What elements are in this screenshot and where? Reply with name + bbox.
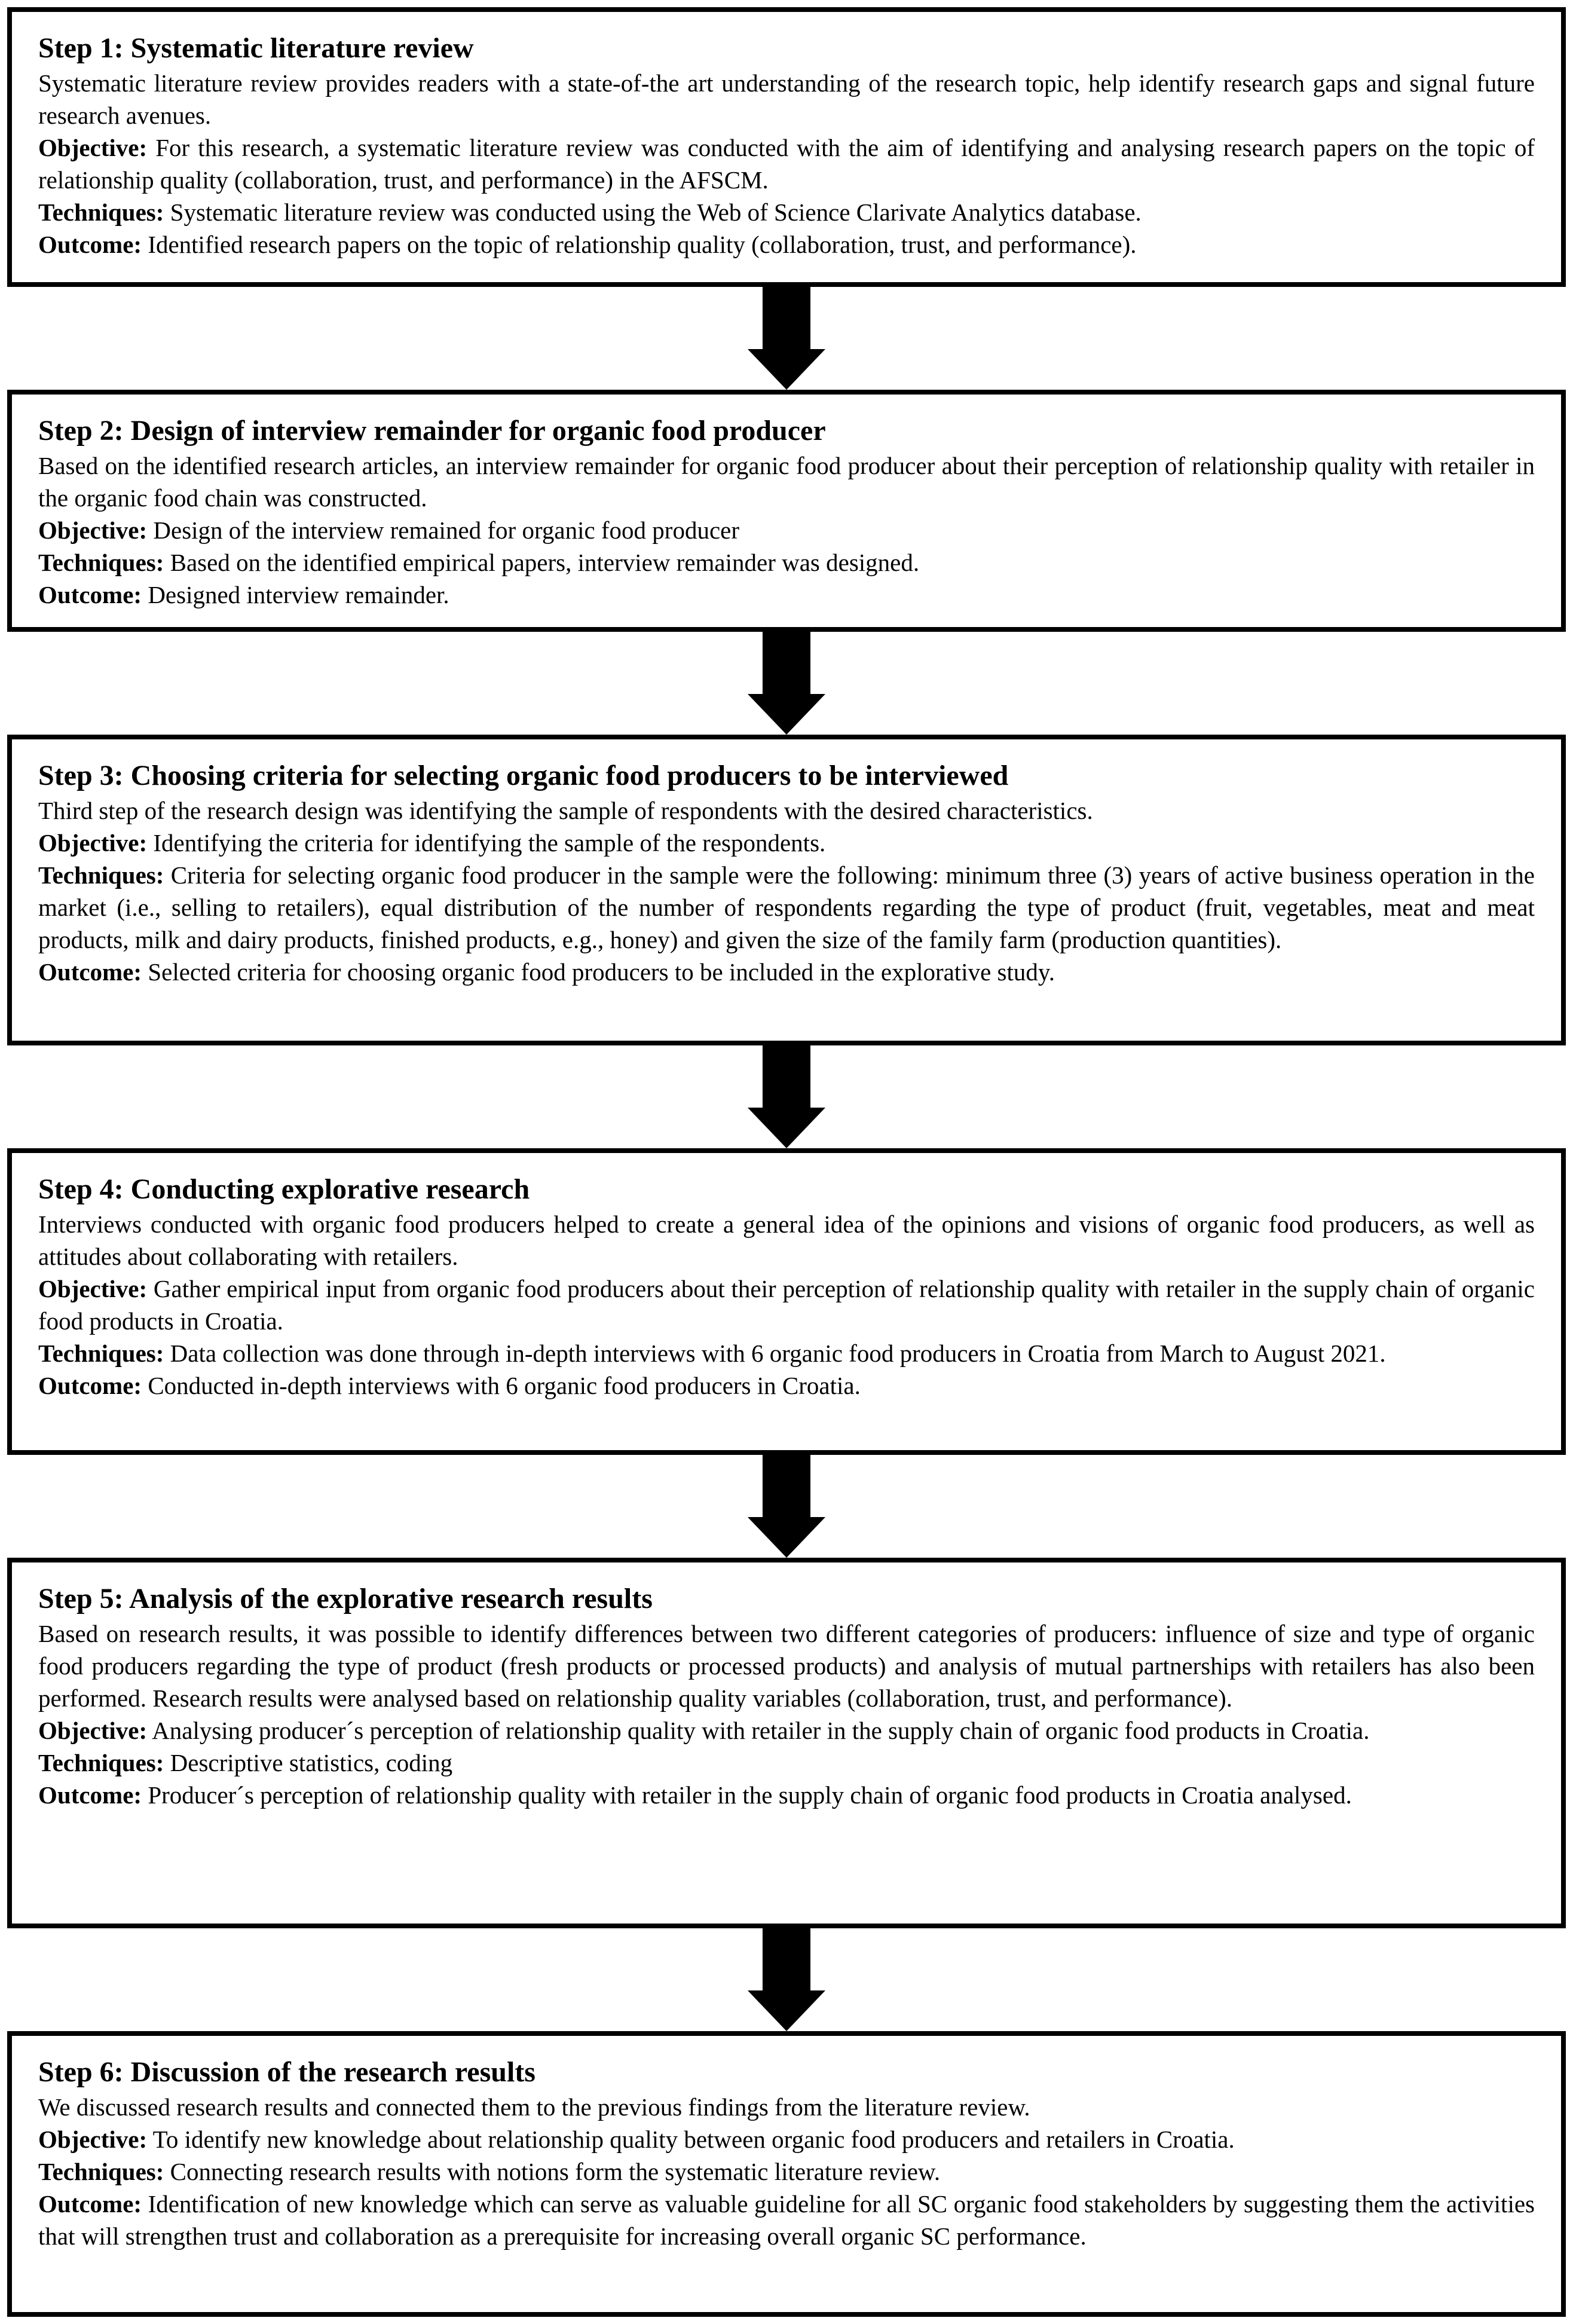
objective-label: Objective: — [38, 516, 148, 544]
techniques-label: Techniques: — [38, 861, 164, 889]
step-3-title: Step 3: Choosing criteria for selecting … — [38, 760, 1009, 791]
down-arrow-icon — [748, 1455, 825, 1558]
techniques-label: Techniques: — [38, 1340, 164, 1367]
techniques-label: Techniques: — [38, 198, 164, 226]
step-1-title: Step 1: Systematic literature review — [38, 32, 474, 64]
outcome-text: Identified research papers on the topic … — [148, 231, 1137, 258]
outcome-text: Identification of new knowledge which ca… — [38, 2190, 1535, 2250]
step-5-title: Step 5: Analysis of the explorative rese… — [38, 1583, 653, 1614]
techniques-label: Techniques: — [38, 1749, 164, 1776]
step-1-description: Systematic literature review provides re… — [38, 69, 1535, 129]
objective-text: Design of the interview remained for org… — [153, 516, 740, 544]
objective-text: Analysing producer´s perception of relat… — [152, 1717, 1370, 1744]
objective-label: Objective: — [38, 1717, 148, 1744]
step-2-objective: Objective: Design of the interview remai… — [38, 514, 1535, 546]
step-1-techniques: Techniques: Systematic literature review… — [38, 196, 1535, 228]
step-4-objective: Objective: Gather empirical input from o… — [38, 1273, 1535, 1337]
outcome-label: Outcome: — [38, 231, 142, 258]
down-arrow-icon — [748, 287, 825, 390]
step-6-outcome: Outcome: Identification of new knowledge… — [38, 2188, 1535, 2252]
step-3-techniques: Techniques: Criteria for selecting organ… — [38, 859, 1535, 956]
objective-text: Gather empirical input from organic food… — [38, 1275, 1535, 1335]
outcome-label: Outcome: — [38, 958, 142, 986]
step-2-box: Step 2: Design of interview remainder fo… — [7, 390, 1566, 632]
outcome-label: Outcome: — [38, 581, 142, 608]
step-3-outcome: Outcome: Selected criteria for choosing … — [38, 956, 1535, 988]
techniques-label: Techniques: — [38, 549, 164, 576]
down-arrow-icon — [748, 632, 825, 735]
step-2-title: Step 2: Design of interview remainder fo… — [38, 415, 826, 447]
outcome-text: Conducted in-depth interviews with 6 org… — [148, 1372, 861, 1399]
down-arrow-icon — [748, 1045, 825, 1148]
step-3-objective: Objective: Identifying the criteria for … — [38, 827, 1535, 859]
step-5-outcome: Outcome: Producer´s perception of relati… — [38, 1779, 1535, 1811]
step-5-box: Step 5: Analysis of the explorative rese… — [7, 1558, 1566, 1928]
step-4-outcome: Outcome: Conducted in-depth interviews w… — [38, 1369, 1535, 1402]
objective-text: For this research, a systematic literatu… — [38, 134, 1535, 194]
techniques-label: Techniques: — [38, 2158, 164, 2185]
step-6-box: Step 6: Discussion of the research resul… — [7, 2031, 1566, 2317]
outcome-label: Outcome: — [38, 1372, 142, 1399]
step-6-techniques: Techniques: Connecting research results … — [38, 2155, 1535, 2188]
objective-label: Objective: — [38, 2126, 148, 2153]
techniques-text: Systematic literature review was conduct… — [170, 198, 1142, 226]
techniques-text: Connecting research results with notions… — [170, 2158, 941, 2185]
step-4-techniques: Techniques: Data collection was done thr… — [38, 1337, 1535, 1369]
outcome-text: Selected criteria for choosing organic f… — [148, 958, 1055, 986]
step-1-objective: Objective: For this research, a systemat… — [38, 132, 1535, 196]
step-6-description: We discussed research results and connec… — [38, 2093, 1030, 2121]
outcome-label: Outcome: — [38, 1781, 142, 1809]
step-2-outcome: Outcome: Designed interview remainder. — [38, 579, 1535, 611]
down-arrow-icon — [748, 1928, 825, 2031]
step-2-description: Based on the identified research article… — [38, 452, 1535, 512]
step-4-description: Interviews conducted with organic food p… — [38, 1210, 1535, 1270]
step-4-title: Step 4: Conducting explorative research — [38, 1173, 530, 1205]
step-1-box: Step 1: Systematic literature review Sys… — [7, 7, 1566, 287]
objective-text: To identify new knowledge about relation… — [152, 2126, 1235, 2153]
outcome-label: Outcome: — [38, 2190, 142, 2218]
techniques-text: Criteria for selecting organic food prod… — [38, 861, 1535, 953]
outcome-text: Producer´s perception of relationship qu… — [148, 1781, 1352, 1809]
step-4-box: Step 4: Conducting explorative research … — [7, 1148, 1566, 1455]
step-5-description: Based on research results, it was possib… — [38, 1620, 1535, 1712]
step-5-objective: Objective: Analysing producer´s percepti… — [38, 1714, 1535, 1747]
objective-text: Identifying the criteria for identifying… — [153, 829, 826, 857]
step-6-objective: Objective: To identify new knowledge abo… — [38, 2123, 1535, 2155]
techniques-text: Data collection was done through in-dept… — [170, 1340, 1386, 1367]
step-2-techniques: Techniques: Based on the identified empi… — [38, 546, 1535, 579]
step-6-title: Step 6: Discussion of the research resul… — [38, 2056, 535, 2088]
objective-label: Objective: — [38, 829, 148, 857]
step-1-outcome: Outcome: Identified research papers on t… — [38, 228, 1535, 261]
techniques-text: Descriptive statistics, coding — [170, 1749, 453, 1776]
step-3-description: Third step of the research design was id… — [38, 797, 1093, 824]
objective-label: Objective: — [38, 1275, 148, 1302]
step-3-box: Step 3: Choosing criteria for selecting … — [7, 735, 1566, 1045]
step-5-techniques: Techniques: Descriptive statistics, codi… — [38, 1747, 1535, 1779]
outcome-text: Designed interview remainder. — [148, 581, 449, 608]
objective-label: Objective: — [38, 134, 148, 161]
techniques-text: Based on the identified empirical papers… — [170, 549, 920, 576]
